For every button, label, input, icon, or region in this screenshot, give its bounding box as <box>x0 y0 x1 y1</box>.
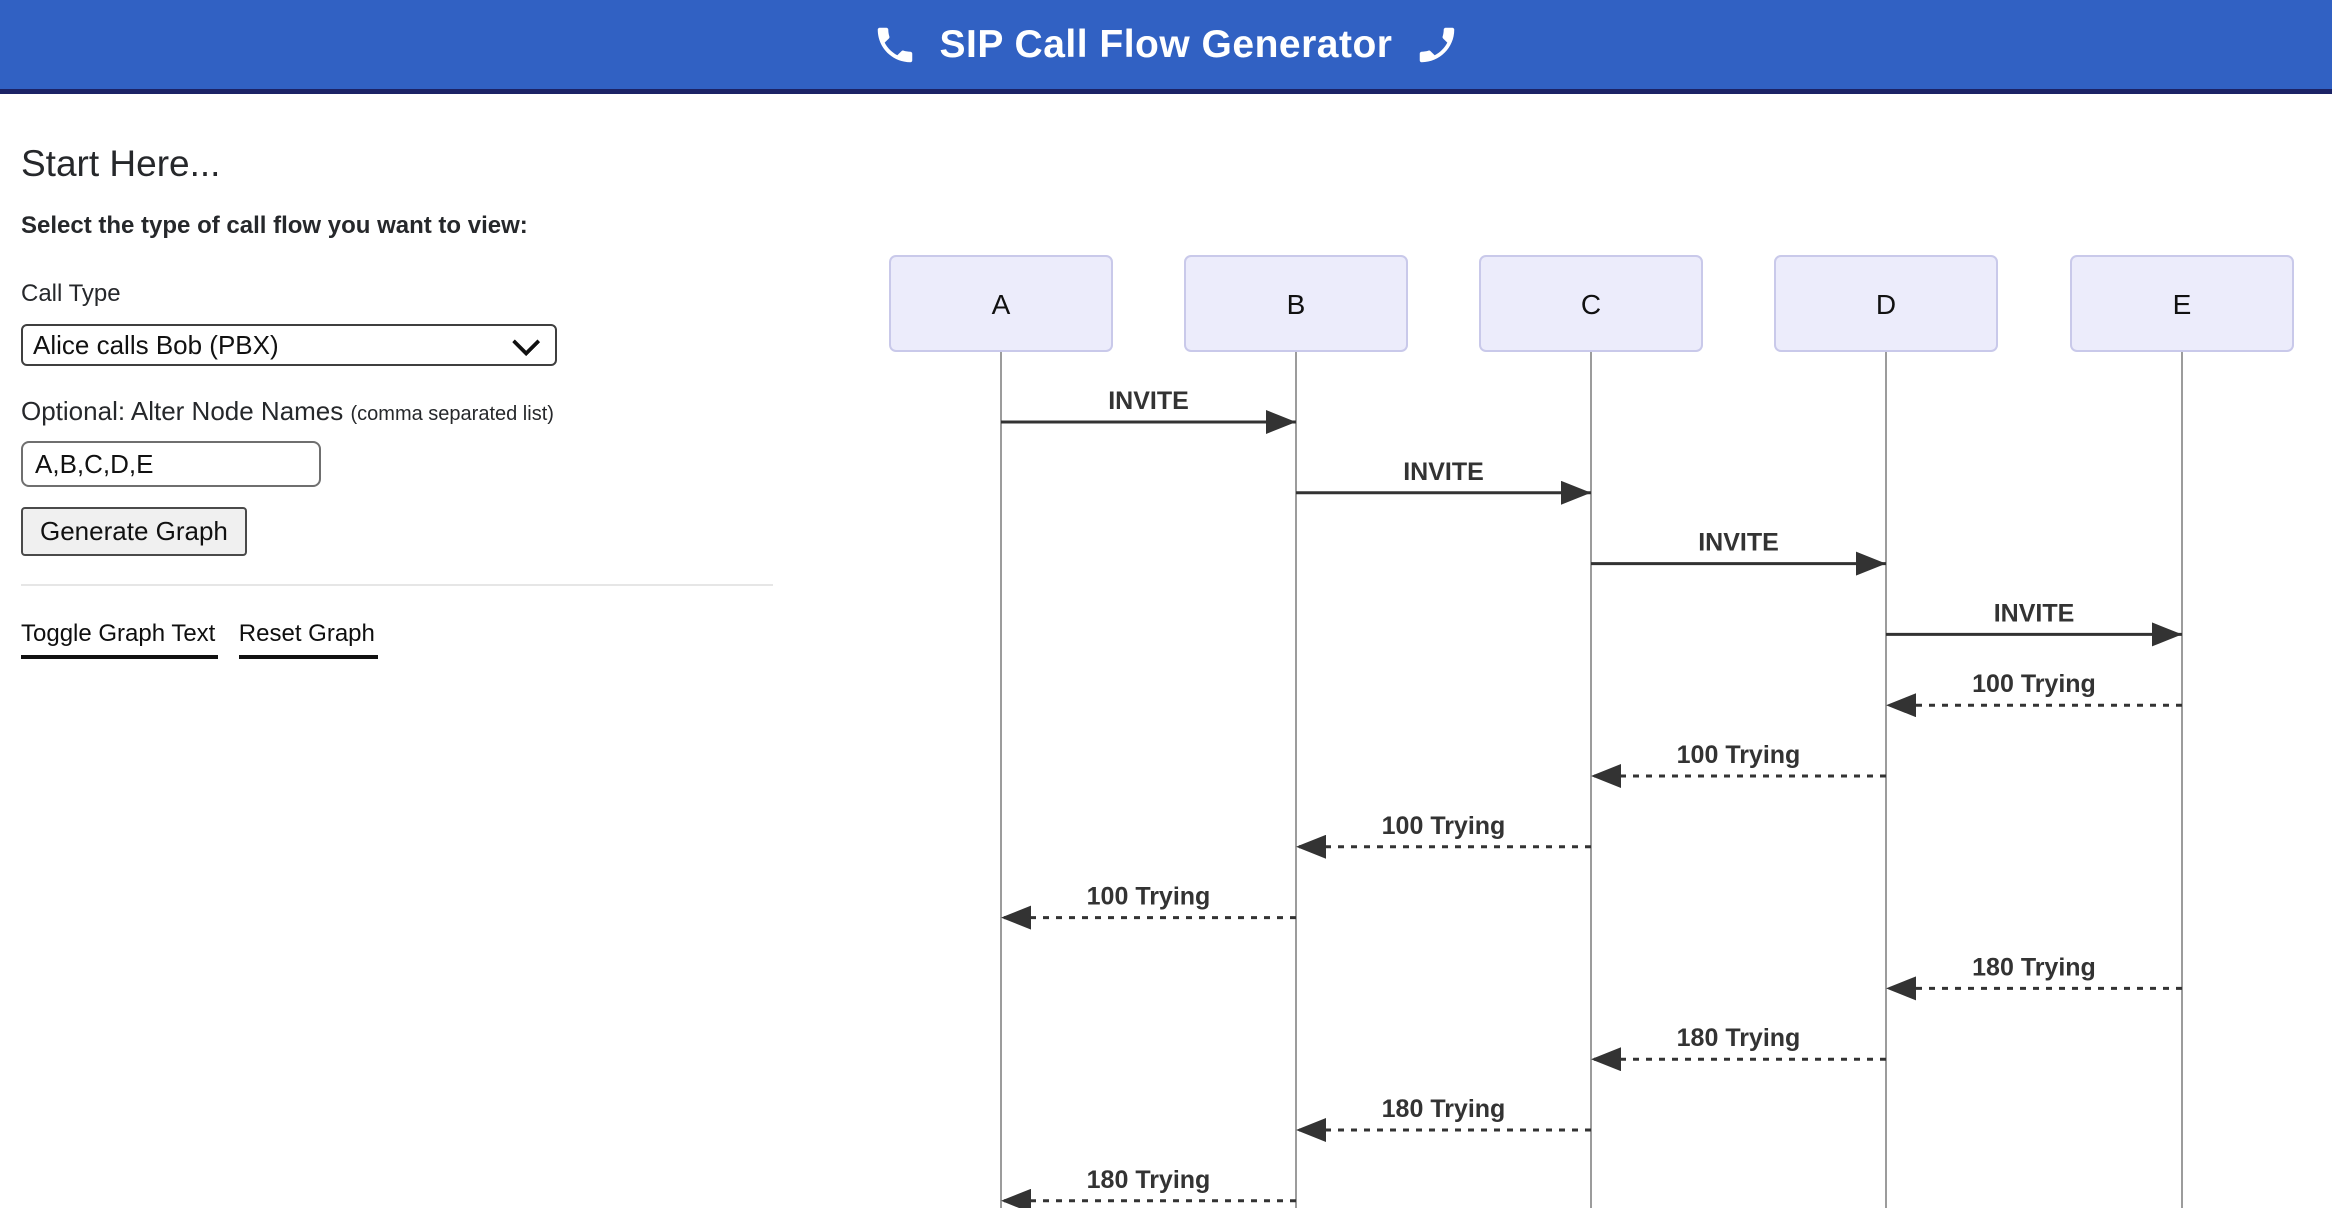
divider <box>21 584 773 587</box>
chevron-down-icon <box>512 328 541 357</box>
links-row: Toggle Graph Text Reset Graph <box>21 620 811 660</box>
actor-box <box>1184 255 1408 352</box>
generate-graph-button[interactable]: Generate Graph <box>21 507 247 557</box>
comma-separated-note: (comma separated list) <box>350 403 554 426</box>
actor-box <box>2070 255 2294 352</box>
actor-box <box>1774 255 1998 352</box>
message-label: 100 Trying <box>1382 812 1506 840</box>
control-panel: Start Here... Select the type of call fl… <box>21 142 811 660</box>
actor-box <box>889 255 1113 352</box>
toggle-graph-text-link[interactable]: Toggle Graph Text <box>21 620 219 660</box>
app-header: SIP Call Flow Generator <box>0 0 2332 94</box>
message-label: INVITE <box>1994 599 2075 627</box>
actor-label: E <box>2173 289 2192 320</box>
actor-box <box>1479 255 1703 352</box>
actor-label: B <box>1287 289 1306 320</box>
node-names-input[interactable] <box>21 441 321 488</box>
call-type-label: Call Type <box>21 280 121 308</box>
message-label: 100 Trying <box>1677 741 1801 769</box>
select-flow-subheading: Select the type of call flow you want to… <box>21 212 528 240</box>
start-here-heading: Start Here... <box>21 143 221 184</box>
call-type-select[interactable]: Alice calls Bob (PBX) <box>21 324 557 367</box>
page-title: SIP Call Flow Generator <box>939 22 1393 66</box>
message-label: 180 Trying <box>1382 1095 1506 1123</box>
phone-icon-mirrored <box>1420 27 1455 62</box>
message-label: 180 Trying <box>1087 1166 1211 1194</box>
call-type-selected-value: Alice calls Bob (PBX) <box>33 329 279 360</box>
message-label: 180 Trying <box>1972 953 2096 981</box>
actor-label: C <box>1581 289 1601 320</box>
actor-label: A <box>992 289 1011 320</box>
alter-node-names-label: Optional: Alter Node Names (comma separa… <box>21 396 554 427</box>
message-label: INVITE <box>1403 458 1484 486</box>
message-label: 180 Trying <box>1677 1024 1801 1052</box>
reset-graph-link[interactable]: Reset Graph <box>238 620 378 660</box>
phone-icon <box>877 27 912 62</box>
actor-label: D <box>1876 289 1896 320</box>
message-label: INVITE <box>1108 387 1189 415</box>
message-label: 100 Trying <box>1087 883 1211 911</box>
message-label: 100 Trying <box>1972 670 2096 698</box>
message-label: INVITE <box>1698 529 1779 557</box>
